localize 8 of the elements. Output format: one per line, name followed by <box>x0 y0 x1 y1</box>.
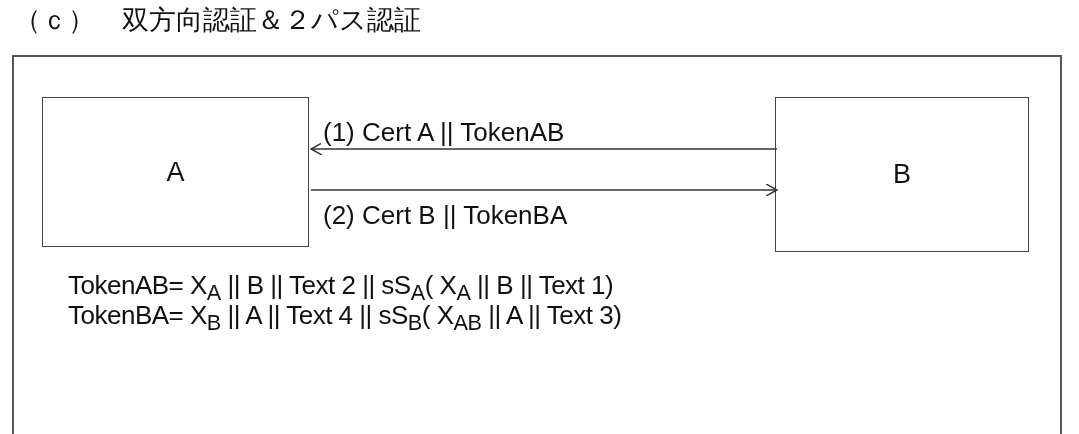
title: （ｃ） 双方向認証＆２パス認証 <box>14 3 421 37</box>
entity-box <box>42 97 309 247</box>
entity-label: B <box>893 159 911 190</box>
diagram-frame <box>12 55 1062 434</box>
entity-box <box>775 97 1029 252</box>
arrow <box>310 142 778 156</box>
arrow <box>310 183 778 197</box>
entity-label: A <box>166 156 185 188</box>
